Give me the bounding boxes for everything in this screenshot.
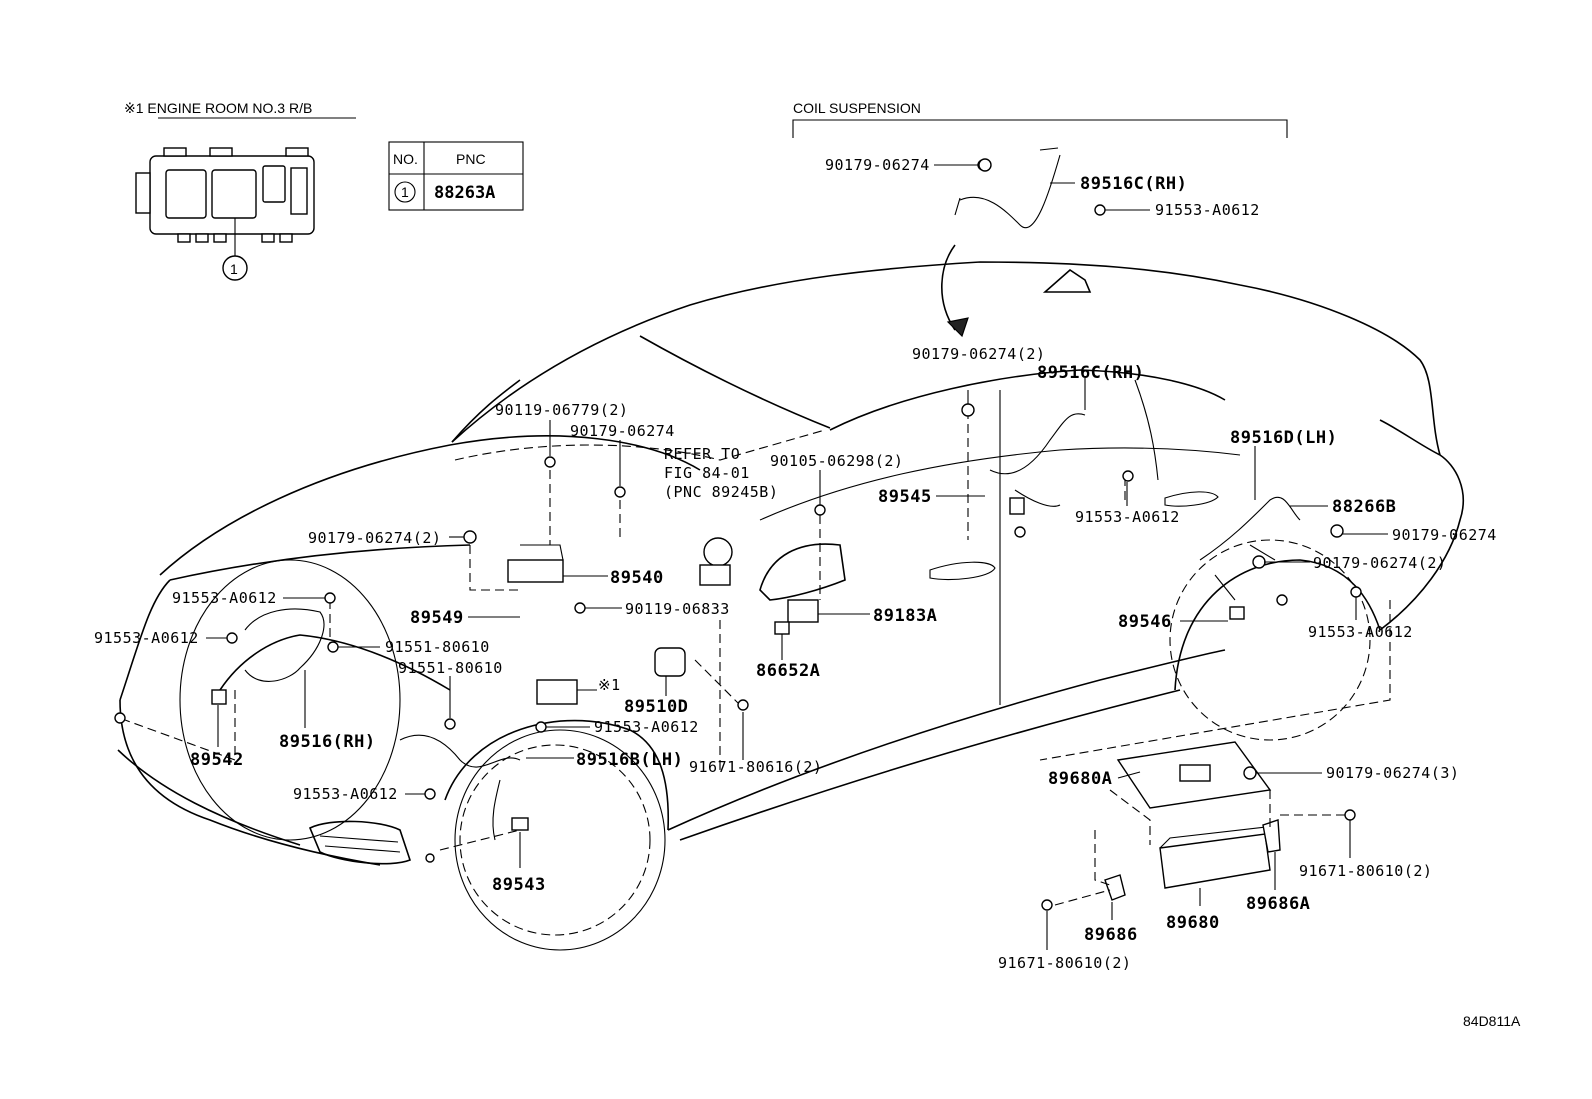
part-label: 89516D(LH) — [1230, 428, 1337, 448]
vehicle-outline — [117, 261, 1465, 951]
refer-note-line2: FIG 84-01 — [664, 464, 750, 482]
part-label: 91551-80610 — [398, 659, 503, 677]
part-label: 90179-06274 — [570, 422, 675, 440]
part-label: 91553-A0612 — [1308, 623, 1413, 641]
table-header-pnc: PNC — [456, 151, 486, 167]
part-label: 89686A — [1246, 894, 1310, 914]
part-label: 89680A — [1048, 769, 1112, 789]
part-label: 91553-A0612 — [94, 629, 199, 647]
part-label: 90179-06274(2) — [912, 345, 1045, 363]
part-label: 90179-06274 — [825, 156, 930, 174]
part-label: 89516C(RH) — [1037, 363, 1144, 383]
callout-number: 1 — [230, 261, 238, 277]
part-label: 91553-A0612 — [1075, 508, 1180, 526]
part-label: 91553-A0612 — [1155, 201, 1260, 219]
table-row-no: 1 — [401, 184, 409, 200]
part-label: 91553-A0612 — [293, 785, 398, 803]
part-label: 89545 — [878, 487, 932, 507]
part-label: 89183A — [873, 606, 937, 626]
part-label: 89686 — [1084, 925, 1138, 945]
part-label: 89680 — [1166, 913, 1220, 933]
table-header-no: NO. — [393, 151, 418, 167]
refer-note-line1: REFER TO — [664, 445, 740, 463]
part-label: 89516C(RH) — [1080, 174, 1187, 194]
part-label: 90119-06833 — [625, 600, 730, 618]
part-label: 89540 — [610, 568, 664, 588]
part-label: 89549 — [410, 608, 464, 628]
part-label: 90119-06779(2) — [495, 401, 628, 419]
leader-lines — [206, 164, 1388, 950]
part-label: 89516B(LH) — [576, 750, 683, 770]
parts-artwork — [114, 147, 1391, 911]
engine-room-relay-block: ※1 ENGINE ROOM NO.3 R/B 1 — [124, 100, 356, 281]
part-label: 91553-A0612 — [172, 589, 277, 607]
part-label: 89546 — [1118, 612, 1172, 632]
part-label: 90179-06274 — [1392, 526, 1497, 544]
table-row-pnc: 88263A — [434, 183, 495, 203]
engine-room-note: ※1 ENGINE ROOM NO.3 R/B — [124, 100, 312, 116]
coil-suspension-label: COIL SUSPENSION — [793, 100, 921, 116]
part-label: 89543 — [492, 875, 546, 895]
part-label: 89510D — [624, 697, 688, 717]
part-label: 91553-A0612 — [594, 718, 699, 736]
part-label: 86652A — [756, 661, 820, 681]
part-label: 90179-06274(2) — [1313, 554, 1446, 572]
coil-suspension-group: COIL SUSPENSION — [792, 100, 1288, 138]
refer-note-line3: (PNC 89245B) — [664, 483, 778, 501]
part-label: 91671-80610(2) — [998, 954, 1131, 972]
part-labels: 90179-06274 89516C(RH) 91553-A0612 90179… — [94, 156, 1497, 972]
ref-mark-label: ※1 — [598, 676, 621, 694]
part-label: 91671-80616(2) — [689, 758, 822, 776]
part-label: 91671-80610(2) — [1299, 862, 1432, 880]
figure-id: 84D811A — [1463, 1013, 1521, 1029]
part-label: 90105-06298(2) — [770, 452, 903, 470]
part-label: 89516(RH) — [279, 732, 376, 752]
part-label: 90179-06274(3) — [1326, 764, 1459, 782]
part-label: 91551-80610 — [385, 638, 490, 656]
part-label: 90179-06274(2) — [308, 529, 441, 547]
part-label: 88266B — [1332, 497, 1396, 517]
pnc-table: NO. PNC 1 88263A — [388, 141, 524, 211]
part-label: 89542 — [190, 750, 244, 770]
